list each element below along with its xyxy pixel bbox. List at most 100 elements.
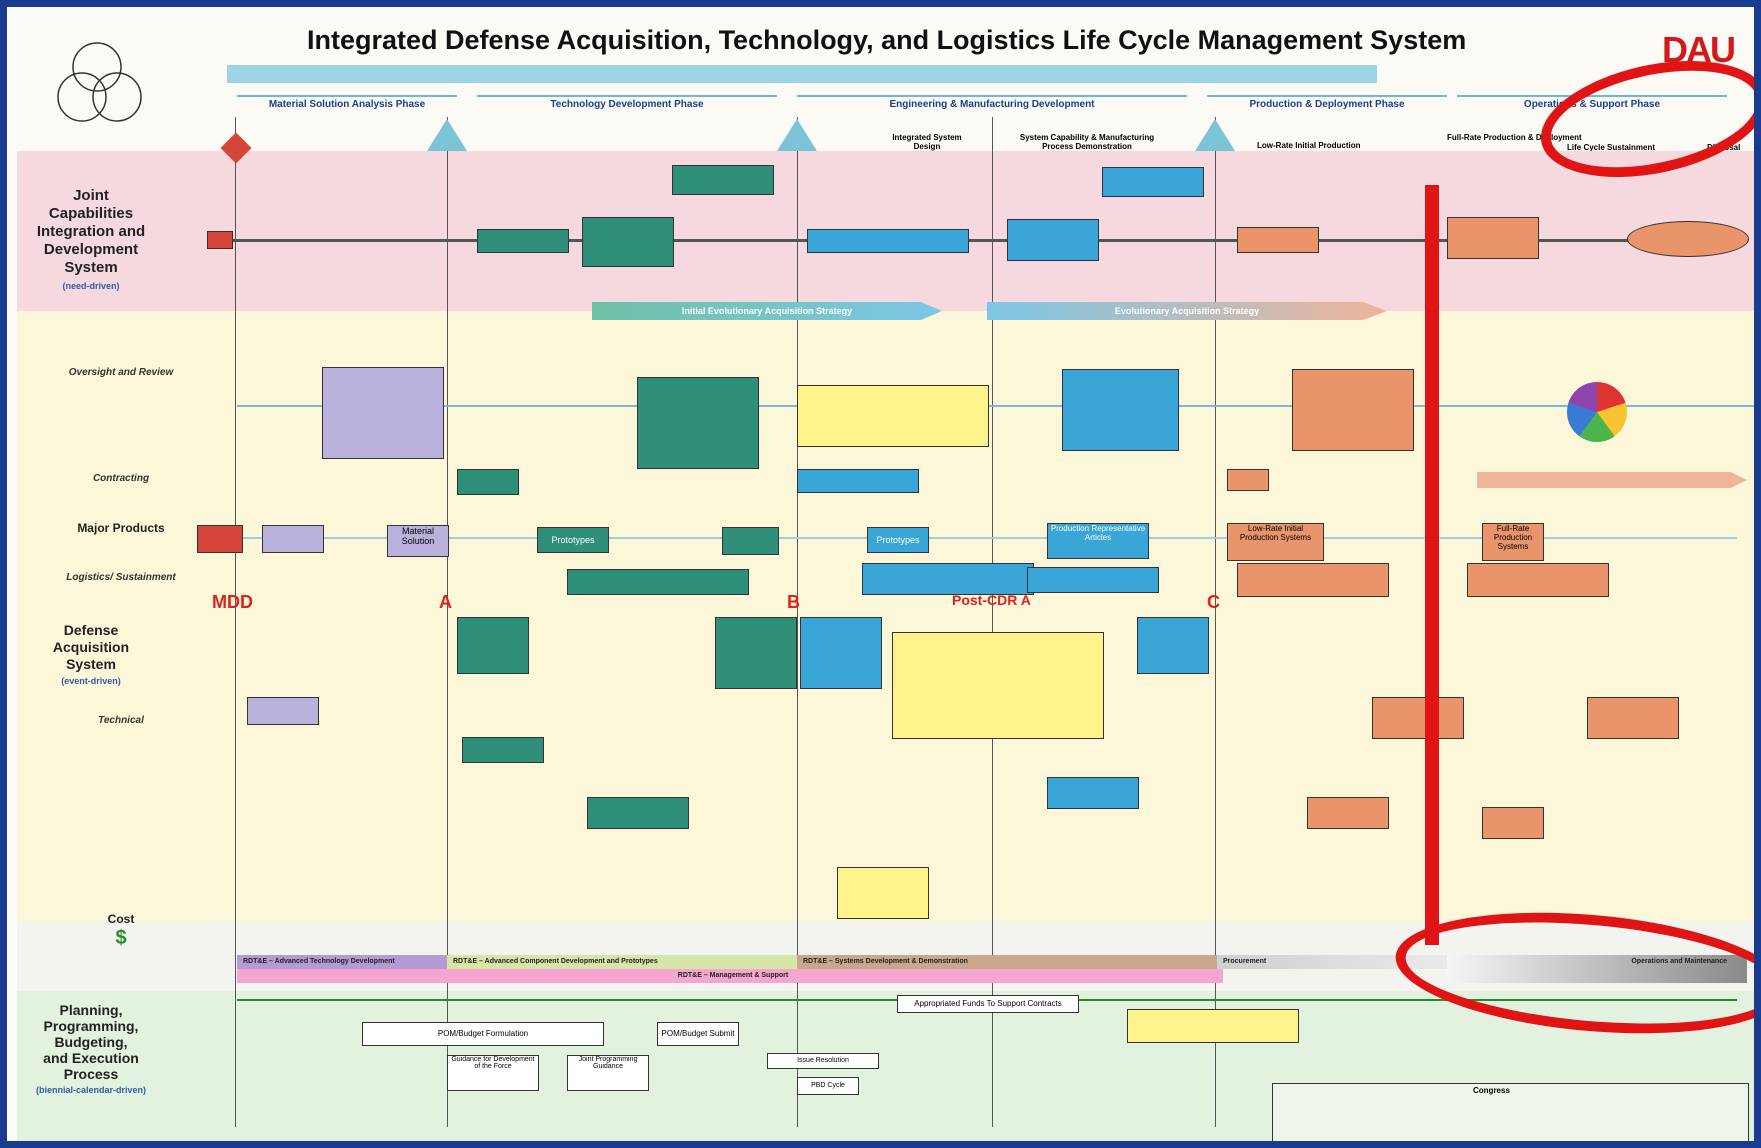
milestone-c-label: C [1207, 592, 1220, 612]
products-flow-line [237, 537, 1737, 539]
technical-yellow-box [837, 867, 929, 919]
appropriated-funds-box: Appropriated Funds To Support Contracts [897, 995, 1079, 1013]
ppbe-legend-box [1127, 1009, 1299, 1043]
oversight-flow-line [237, 405, 1754, 407]
contract-box [1227, 469, 1269, 491]
technical-box [715, 617, 797, 689]
oversight-box [1062, 369, 1179, 451]
material-solution-box: Material Solution [387, 525, 449, 557]
jcids-flow-line [207, 239, 1747, 242]
technical-box [1307, 797, 1389, 829]
ms-b-line [797, 117, 798, 1127]
fund-rdte-atd: RDT&E – Advanced Technology Development [237, 955, 453, 969]
frp-systems-box: Full-Rate Production Systems [1482, 523, 1544, 561]
logistics-box [1237, 563, 1389, 597]
phase-emd: Engineering & Manufacturing Development [797, 95, 1187, 113]
technical-box [1137, 617, 1209, 674]
jcids-box [477, 229, 569, 253]
subphase-design: Integrated System Design [892, 133, 962, 151]
fund-procurement: Procurement [1217, 955, 1453, 969]
milestone-b-label: B [787, 592, 800, 612]
contracting-label: Contracting [92, 473, 150, 484]
technical-yellow-box [892, 632, 1104, 739]
life-cycle-wheel-icon [1567, 382, 1627, 442]
phase-msa: Material Solution Analysis Phase [237, 95, 457, 113]
contract-box [457, 469, 519, 495]
product-box [262, 525, 324, 553]
jcids-box [807, 229, 969, 253]
technical-label: Technical [98, 715, 144, 726]
cost-symbol: $ [115, 927, 127, 949]
milestone-c-triangle [1195, 119, 1235, 151]
post-cdr-label: Post-CDR A [952, 592, 1031, 608]
jpg-box: Joint Programming Guidance [567, 1055, 649, 1091]
congress-box: Congress [1272, 1083, 1749, 1141]
guidance-box: Guidance for Development of the Force [447, 1055, 539, 1091]
logistics-box [862, 563, 1034, 595]
contract-arrow [1477, 472, 1747, 488]
jcids-box [1102, 167, 1204, 197]
production-rep-articles-box: Production Representative Articles [1047, 523, 1149, 559]
oversight-box [322, 367, 444, 459]
ms-c-line [1215, 117, 1216, 1127]
milestone-a-label: A [439, 592, 452, 612]
jcids-box [1007, 219, 1099, 261]
technical-box [247, 697, 319, 725]
annotation-vertical-line [1425, 185, 1439, 945]
jcids-oval [1627, 221, 1749, 257]
pbd-box: PBD Cycle [797, 1077, 859, 1095]
subphase-demo: System Capability & Manufacturing Proces… [1019, 133, 1155, 151]
fund-om: Operations and Maintenance [1447, 955, 1747, 983]
phase-td: Technology Development Phase [477, 95, 777, 113]
ms-a-line [447, 117, 448, 1127]
venn-diagram-icon [57, 42, 142, 122]
initial-strategy-arrow: Initial Evolutionary Acquisition Strateg… [592, 302, 942, 320]
jcids-box [672, 165, 774, 195]
jcids-box [582, 217, 674, 267]
mdd-line [235, 117, 236, 1127]
jcids-box [1447, 217, 1539, 259]
subphase-lrip: Low-Rate Initial Production [1257, 141, 1361, 150]
logistics-box [1027, 567, 1159, 593]
fund-rdte-mgmt: RDT&E – Management & Support [237, 969, 1223, 983]
subphase-disposal: Disposal [1707, 143, 1741, 152]
post-cdr-line [992, 117, 993, 1127]
technical-box [587, 797, 689, 829]
jcids-box [1237, 227, 1319, 253]
technical-box [457, 617, 529, 674]
prototypes-box-td: Prototypes [537, 527, 609, 553]
major-products-label: Major Products [77, 521, 165, 535]
dau-logo: DAU [1662, 29, 1736, 70]
oversight-box [797, 385, 989, 447]
milestone-a-triangle [427, 119, 467, 151]
subphase-frp: Full-Rate Production & Deployment [1447, 133, 1582, 142]
lrip-systems-box: Low-Rate Initial Production Systems [1227, 523, 1324, 561]
icd-box [207, 231, 233, 249]
fund-rdte-acd: RDT&E – Advanced Component Development a… [447, 955, 803, 969]
oversight-label: Oversight and Review [68, 367, 174, 378]
technical-box [1482, 807, 1544, 839]
technical-box [462, 737, 544, 763]
pom-box: POM/Budget Formulation [362, 1022, 604, 1046]
logistics-box [567, 569, 749, 595]
authority-banner [227, 65, 1377, 83]
product-box [722, 527, 779, 555]
ppbe-label: Planning,Programming,Budgeting,and Execu… [35, 1002, 147, 1095]
technical-box [1587, 697, 1679, 739]
issue-resolution-box: Issue Resolution [767, 1053, 879, 1069]
milestone-b-triangle [777, 119, 817, 151]
contract-box [797, 469, 919, 493]
prototypes-box-emd: Prototypes [867, 527, 929, 553]
logistics-box [1467, 563, 1609, 597]
logistics-label: Logistics/ Sustainment [66, 572, 176, 583]
product-box [197, 525, 243, 553]
oversight-box [637, 377, 759, 469]
cost-label: Cost [107, 912, 135, 926]
version-note [35, 21, 38, 31]
phase-os: Operations & Support Phase [1457, 95, 1727, 113]
pom-submit-box: POM/Budget Submit [657, 1022, 739, 1046]
mdd-marker: MDD [212, 592, 253, 612]
phase-pd: Production & Deployment Phase [1207, 95, 1447, 113]
